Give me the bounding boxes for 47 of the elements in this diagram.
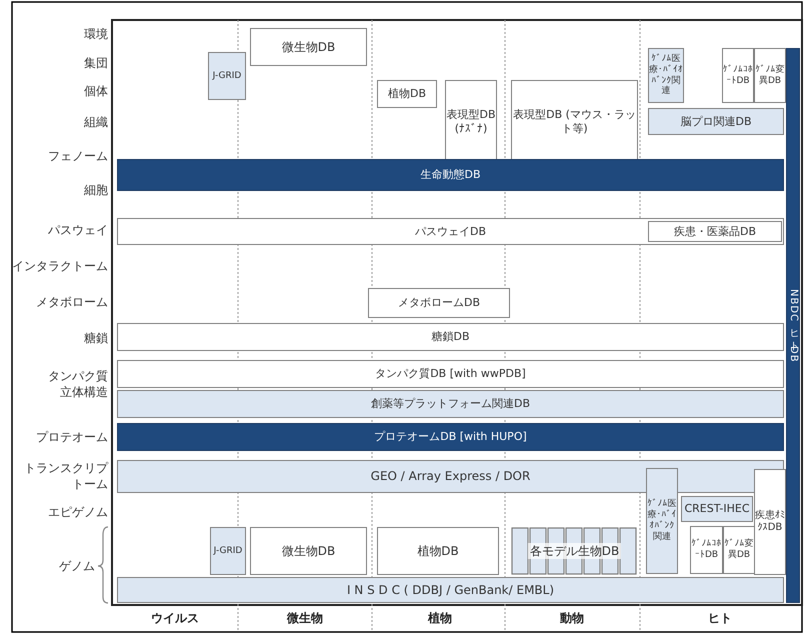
- row-label: 細胞: [83, 182, 108, 198]
- database-box: ｹﾞﾉﾑ医療･ﾊﾞｲｵﾊﾞﾝｸ関連: [648, 48, 684, 103]
- vertical-bar: NBDCヒトDB: [786, 48, 800, 603]
- row-label: メタボローム: [35, 294, 108, 310]
- database-box: 脳プロ関連DB: [648, 108, 784, 135]
- database-box: 微生物DB: [250, 527, 367, 575]
- database-box: ｹﾞﾉﾑ医療･ﾊﾞｲｵﾊﾞﾝｸ関連: [646, 468, 678, 574]
- row-label: インタラクトーム: [11, 258, 108, 274]
- column-label: 微生物: [286, 610, 324, 627]
- database-box: ｹﾞﾉﾑｺﾎｰﾄDB: [690, 526, 723, 574]
- row-label: 環境: [83, 26, 108, 42]
- database-box: メタボロームDB: [368, 288, 510, 318]
- database-box: ｹﾞﾉﾑ変異DB: [754, 48, 786, 103]
- row-label: フェノーム: [47, 148, 108, 164]
- database-box: ｹﾞﾉﾑ変異DB: [723, 526, 755, 574]
- row-label: トランスクリプトーム: [23, 460, 108, 492]
- database-box: 疾患ｵﾐｸｽDB: [754, 469, 786, 575]
- database-box: 植物DB: [377, 527, 499, 575]
- row-label: パスウェイ: [47, 222, 108, 238]
- row-label: 組織: [83, 114, 108, 130]
- row-label: タンパク質立体構造: [47, 368, 108, 400]
- column-label: 動物: [559, 610, 585, 627]
- database-box: 疾患・医薬品DB: [648, 221, 782, 242]
- database-box: タンパク質DB [with wwPDB]: [117, 360, 784, 388]
- database-box: 糖鎖DB: [117, 323, 784, 351]
- row-label: 集団: [83, 55, 108, 72]
- database-box: 植物DB: [377, 80, 437, 108]
- database-box: GEO / Array Express / DOR: [117, 460, 784, 493]
- row-label: ゲノム: [58, 558, 95, 574]
- row-label: エピゲノム: [47, 504, 108, 520]
- stacked-database-boxes: 各モデル生物DB: [511, 527, 638, 575]
- column-label: ヒト: [707, 610, 733, 627]
- database-box: ｹﾞﾉﾑｺﾎｰﾄDB: [722, 48, 754, 103]
- database-box: 創薬等プラットフォーム関連DB: [117, 390, 784, 418]
- row-label: 個体: [83, 83, 108, 100]
- database-box: パスウェイDB 疾患・医薬品DB: [117, 218, 784, 245]
- database-box: 微生物DB: [250, 28, 367, 66]
- row-label: 糖鎖: [83, 330, 108, 346]
- database-box: プロテオームDB [with HUPO]: [117, 423, 784, 451]
- column-label: 植物: [426, 610, 453, 627]
- database-box: I N S D C ( DDBJ / GenBank/ EMBL): [117, 577, 784, 603]
- column-label: ウイルス: [150, 610, 200, 627]
- database-box: J-GRID: [210, 527, 246, 575]
- database-box: J-GRID: [208, 52, 246, 100]
- database-box: 生命動態DB: [117, 159, 784, 191]
- row-label: プロテオーム: [35, 429, 108, 446]
- database-box: CREST-IHEC: [681, 496, 753, 522]
